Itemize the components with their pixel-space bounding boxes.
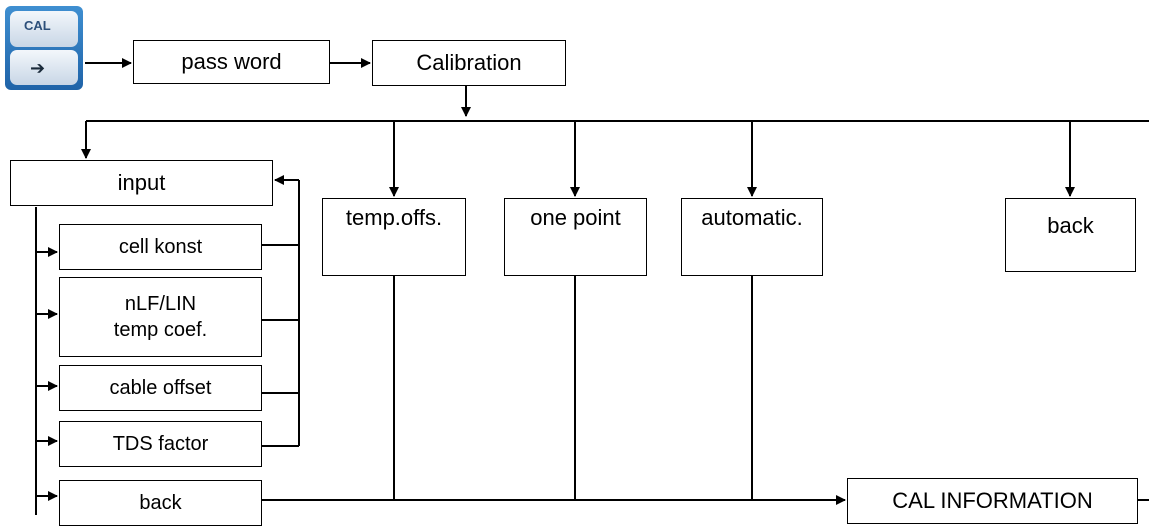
right-arrow-icon: ➔ bbox=[30, 58, 46, 79]
temp-offs-node: temp.offs. bbox=[322, 198, 466, 276]
input-label: input bbox=[117, 170, 166, 195]
tds-factor-label: TDS factor bbox=[112, 433, 209, 455]
cal-button-arrow-area: ➔ bbox=[10, 50, 78, 85]
password-node: pass word bbox=[133, 40, 330, 84]
cal-button-label-area: CAL bbox=[10, 11, 78, 47]
tds-factor-node: TDS factor bbox=[59, 421, 262, 467]
cal-information-node: CAL INFORMATION bbox=[847, 478, 1138, 524]
calibration-label: Calibration bbox=[416, 50, 522, 75]
cal-label: CAL bbox=[24, 18, 51, 33]
password-label: pass word bbox=[181, 49, 282, 74]
automatic-label: automatic. bbox=[701, 205, 803, 230]
back-main-label: back bbox=[1047, 213, 1094, 238]
cable-offset-node: cable offset bbox=[59, 365, 262, 411]
back-input-node: back bbox=[59, 480, 262, 526]
cell-konst-node: cell konst bbox=[59, 224, 262, 270]
automatic-node: automatic. bbox=[681, 198, 823, 276]
one-point-label: one point bbox=[530, 205, 621, 230]
cable-offset-label: cable offset bbox=[109, 377, 212, 399]
back-input-label: back bbox=[139, 492, 182, 514]
back-main-node: back bbox=[1005, 198, 1136, 272]
nlf-label-line2: temp coef. bbox=[113, 319, 208, 341]
cal-button[interactable]: CAL ➔ bbox=[5, 6, 83, 90]
temp-offs-label: temp.offs. bbox=[345, 205, 443, 230]
cell-konst-label: cell konst bbox=[118, 236, 203, 258]
nlf-temp-coef-node: nLF/LIN temp coef. bbox=[59, 277, 262, 357]
nlf-label-line1: nLF/LIN bbox=[124, 293, 197, 315]
one-point-node: one point bbox=[504, 198, 647, 276]
input-node: input bbox=[10, 160, 273, 206]
calibration-node: Calibration bbox=[372, 40, 566, 86]
cal-information-label: CAL INFORMATION bbox=[892, 488, 1093, 513]
